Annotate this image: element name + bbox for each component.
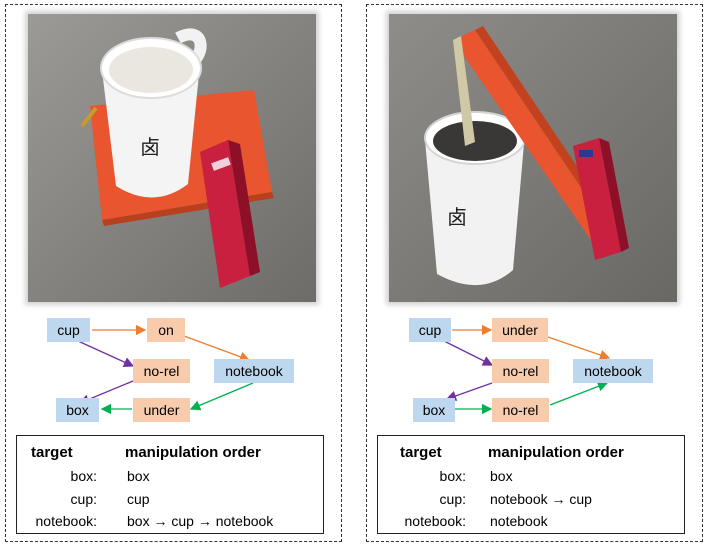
edge-cup-to-norel <box>443 340 494 366</box>
edge-norel-to-box <box>445 382 493 401</box>
header-manipulation-order: manipulation order <box>488 444 624 461</box>
node-relation-no-rel: no-rel <box>492 359 549 383</box>
row-order: cup <box>127 491 150 507</box>
row-target: cup: <box>439 491 466 507</box>
row-target: box: <box>70 468 97 484</box>
node-notebook: notebook <box>573 359 653 383</box>
node-relation-under: under <box>133 398 190 422</box>
row-target: notebook: <box>404 513 467 529</box>
svg-text:卤: 卤 <box>140 135 160 159</box>
edge-notebook-to-under <box>189 382 254 411</box>
manipulation-order-table: target manipulation order box: box cup: … <box>377 435 685 534</box>
row-target: box: <box>439 468 466 484</box>
photo-cup-on-notebook: 卤 <box>28 14 316 302</box>
edge-under-to-notebook <box>544 335 611 360</box>
manipulation-order-table: target manipulation order box: box cup: … <box>16 435 324 534</box>
photo-notebook-on-cup: 卤 <box>389 14 677 302</box>
edge-norel-to-notebook <box>549 381 609 406</box>
row-order: box → cup → notebook <box>127 513 274 529</box>
node-box: box <box>413 398 455 422</box>
edge-on-to-notebook <box>183 335 251 362</box>
row-target: notebook: <box>35 513 98 529</box>
svg-text:卤: 卤 <box>447 205 467 229</box>
header-manipulation-order: manipulation order <box>125 444 261 461</box>
node-notebook: notebook <box>214 359 294 383</box>
node-box: box <box>56 398 99 422</box>
edge-cup-to-norel <box>77 340 135 367</box>
node-cup: cup <box>409 318 451 342</box>
node-relation-under: under <box>492 318 548 342</box>
node-relation-no-rel-bottom: no-rel <box>492 398 549 422</box>
header-target: target <box>400 444 442 461</box>
panel-right: 卤 cup under no-rel notebook box no-rel t… <box>366 4 703 542</box>
row-target: cup: <box>70 491 97 507</box>
row-order: box <box>490 468 513 484</box>
row-order: box <box>127 468 150 484</box>
node-relation-no-rel: no-rel <box>133 359 190 383</box>
row-order: notebook → cup <box>490 491 592 507</box>
node-cup: cup <box>47 318 90 342</box>
row-order: notebook <box>490 513 548 529</box>
header-target: target <box>31 444 73 461</box>
panel-left: 卤 cup on no-rel notebook box under targe… <box>5 4 342 542</box>
node-relation-on: on <box>147 318 185 342</box>
